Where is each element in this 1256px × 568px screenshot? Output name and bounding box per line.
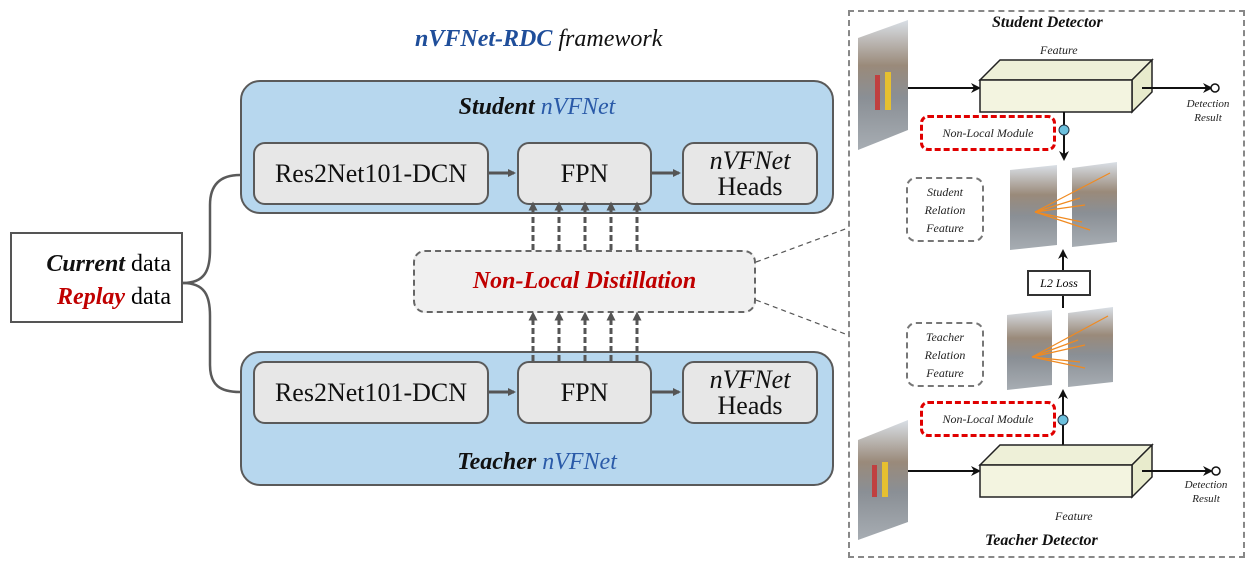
teacher-backbone-label: Res2Net101-DCN xyxy=(274,377,468,407)
student-detector-title: Student Detector xyxy=(992,14,1103,31)
student-heads: nVFNet Heads xyxy=(682,142,818,205)
student-role: Student xyxy=(458,94,535,120)
input-data-box: Current data Replay data xyxy=(10,232,183,323)
replay-data-suffix: data xyxy=(125,284,171,310)
teacher-network-label: Teacher nVFNet xyxy=(242,449,832,476)
student-relation-feature: Student Relation Feature xyxy=(906,177,984,242)
l2-loss-box: L2 Loss xyxy=(1027,270,1091,296)
framework-suffix: framework xyxy=(552,26,663,52)
zoom-line-top xyxy=(755,227,849,263)
student-backbone-label: Res2Net101-DCN xyxy=(274,158,468,188)
brace-to-student xyxy=(182,173,241,285)
teacher-heads: nVFNet Heads xyxy=(682,361,818,424)
teacher-heads-label: Heads xyxy=(717,390,783,420)
framework-name: nVFNet-RDC xyxy=(415,26,553,52)
replay-data-line: Replay data xyxy=(12,281,171,314)
l2-loss-label: L2 Loss xyxy=(1040,275,1078,290)
student-model: nVFNet xyxy=(534,94,616,120)
teacher-relation-line2: Relation xyxy=(924,347,966,362)
framework-title: nVFNet-RDC framework xyxy=(415,26,1256,53)
current-data-word: Current xyxy=(46,251,126,277)
zoom-line-bottom xyxy=(755,299,849,336)
teacher-relation-line1: Teacher xyxy=(925,329,965,344)
teacher-detection-result: Detection Result xyxy=(1176,478,1236,506)
student-feature-label: Feature xyxy=(1040,43,1078,57)
student-non-local-module: Non-Local Module xyxy=(920,115,1056,151)
student-fpn: FPN xyxy=(517,142,652,205)
teacher-relation-line3: Feature xyxy=(926,365,964,380)
student-relation-line3: Feature xyxy=(926,220,964,235)
brace-to-teacher xyxy=(182,281,241,394)
replay-data-word: Replay xyxy=(57,284,126,310)
teacher-detection-result-line1: Detection xyxy=(1184,479,1228,491)
non-local-distillation-label: Non-Local Distillation xyxy=(472,268,697,294)
student-heads-label: Heads xyxy=(717,171,783,201)
teacher-model: nVFNet xyxy=(536,449,617,475)
student-relation-line1: Student xyxy=(927,184,963,199)
student-detection-result: Detection Result xyxy=(1178,97,1238,125)
student-network-label: Student nVFNet xyxy=(242,94,832,121)
teacher-fpn-label: FPN xyxy=(560,377,609,407)
teacher-non-local-module: Non-Local Module xyxy=(920,401,1056,437)
teacher-fpn: FPN xyxy=(517,361,652,424)
student-heads-model: nVFNet xyxy=(709,145,791,175)
teacher-backbone: Res2Net101-DCN xyxy=(253,361,489,424)
teacher-non-local-module-label: Non-Local Module xyxy=(942,411,1034,426)
teacher-relation-feature: Teacher Relation Feature xyxy=(906,322,984,387)
student-detection-result-line1: Detection xyxy=(1186,98,1230,110)
student-detection-result-line2: Result xyxy=(1194,112,1222,124)
teacher-detection-result-line2: Result xyxy=(1192,493,1220,505)
detail-panel xyxy=(848,10,1245,558)
student-non-local-module-label: Non-Local Module xyxy=(942,125,1034,140)
teacher-heads-model: nVFNet xyxy=(709,364,791,394)
student-backbone: Res2Net101-DCN xyxy=(253,142,489,205)
current-data-suffix: data xyxy=(125,251,171,277)
teacher-detector-title: Teacher Detector xyxy=(985,532,1098,549)
student-relation-line2: Relation xyxy=(924,202,966,217)
student-fpn-label: FPN xyxy=(560,158,609,188)
teacher-role: Teacher xyxy=(457,449,537,475)
current-data-line: Current data xyxy=(12,248,171,281)
non-local-distillation-box: Non-Local Distillation xyxy=(413,250,756,313)
teacher-feature-label: Feature xyxy=(1055,509,1093,523)
